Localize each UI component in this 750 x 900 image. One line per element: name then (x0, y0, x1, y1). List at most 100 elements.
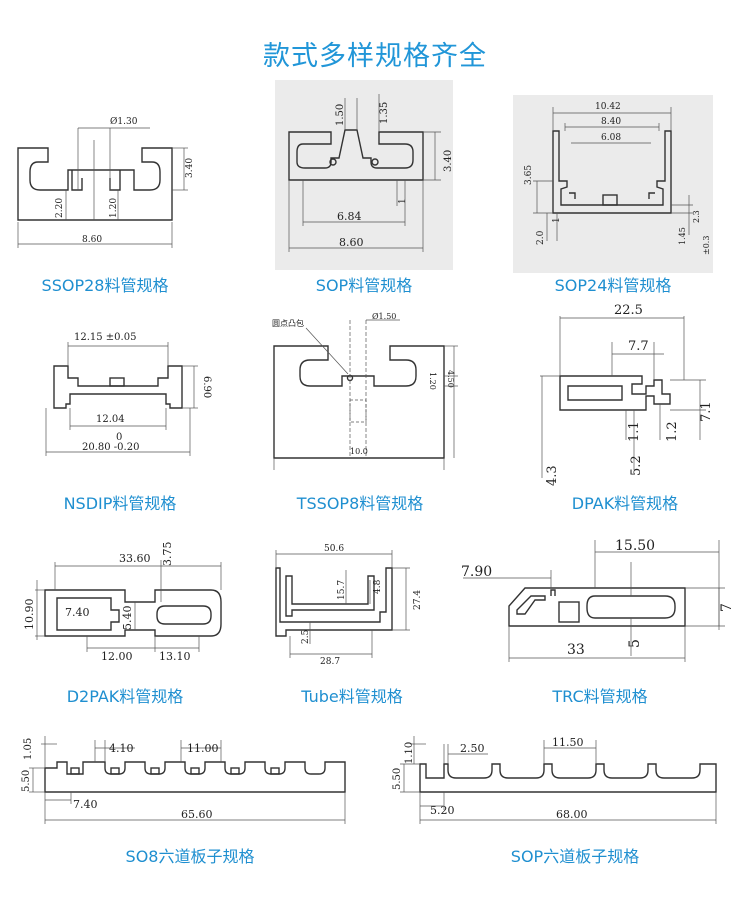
dim-trc-slot: 15.50 (615, 538, 655, 554)
trc-profile: 15.50 7.90 7 5 33 (461, 538, 735, 662)
drawing-tssop8: 圆点凸包 Ø1.50 1.20 4.50 10.0 (260, 310, 460, 470)
dim-so8-height: 5.50 (21, 770, 32, 792)
dim-tssop8-slot: 1.20 (428, 372, 437, 390)
dim-sopb-pitch: 11.50 (552, 736, 584, 749)
sop-board-profile: 1.10 2.50 11.50 5.50 5.20 68.00 (392, 736, 717, 824)
caption-dpak: DPAK料管规格 (571, 494, 679, 513)
dim-d2pak-width: 33.60 (119, 552, 151, 565)
dim-tssop8-width: 10.0 (350, 447, 368, 456)
dim-nsdip-inner: 12.04 (96, 414, 125, 425)
dim-sop24-inner: 6.08 (601, 133, 621, 143)
dim-trc-depth: 5 (627, 639, 643, 648)
dim-sopb-slot: 2.50 (460, 742, 485, 755)
caption-ssop28: SSOP28料管规格 (41, 276, 169, 295)
dim-sop-height: 3.40 (443, 150, 453, 172)
dim-sop24-tol: ±0.3 (702, 236, 711, 255)
dim-dpak-side: 4.3 (545, 465, 560, 486)
dim-sop24-base: 2.0 (536, 230, 546, 245)
dim-so8-slot: 4.10 (109, 742, 134, 755)
dim-tssop8-height: 4.50 (446, 370, 455, 388)
dim-so8-pitch: 11.00 (187, 742, 219, 755)
dim-trc-height: 7 (719, 603, 735, 612)
dim-sop24-height: 3.65 (524, 165, 534, 185)
dim-dpak-slot: 7.7 (628, 339, 649, 354)
dim-tube-inner: 15.7 (337, 580, 347, 600)
dim-tube-height: 27.4 (413, 590, 423, 610)
dim-sop-top: 1.35 (379, 102, 390, 124)
sop24-profile: 10.42 8.40 6.08 3.65 2.0 1 2.3 ±0.3 1.45 (524, 102, 711, 255)
dim-d2pak-left: 12.00 (101, 650, 133, 663)
dim-sop-wall: 1 (398, 198, 408, 204)
caption-nsdip: NSDIP料管规格 (63, 494, 177, 513)
dim-trc-width: 33 (567, 642, 585, 658)
dim-dpak-depth: 5.2 (629, 455, 644, 476)
dim-ssop28-width: 8.60 (82, 235, 102, 245)
caption-trc: TRC料管规格 (552, 687, 648, 706)
dim-sop-inner: 6.84 (337, 210, 362, 223)
dim-nsdip-height: 6.90 (201, 376, 212, 398)
ssop28-profile: Ø1.30 3.40 2.20 1.20 8.60 (17, 116, 195, 248)
dim-sopb-width: 68.00 (556, 808, 588, 821)
drawing-tube: 50.6 15.7 4.8 27.4 2.5 28.7 (262, 540, 442, 680)
dim-sop24-lip: 2.3 (692, 210, 701, 223)
caption-sop-board: SOP六道板子规格 (510, 847, 640, 866)
dim-so8-lip: 1.05 (23, 738, 34, 760)
dim-nsdip-zero: 0 (116, 432, 122, 443)
caption-d2pak: D2PAK料管规格 (66, 687, 184, 706)
so8-board-profile: 1.05 4.10 11.00 5.50 7.40 65.60 (21, 736, 346, 824)
dim-so8-first: 7.40 (73, 798, 98, 811)
dim-sopb-height: 5.50 (392, 768, 403, 790)
dim-so8-width: 65.60 (181, 808, 213, 821)
dim-tube-base: 2.5 (301, 629, 311, 644)
dim-tube-width: 50.6 (324, 544, 344, 554)
dim-ssop28-height: 3.40 (185, 158, 195, 178)
drawing-trc: 15.50 7.90 7 5 33 (455, 530, 735, 670)
dim-d2pak-slot: 7.40 (65, 606, 90, 619)
sop-profile: 1.50 1.35 3.40 6.84 8.60 1 (288, 94, 453, 252)
label-tssop8-bump: 圆点凸包 (272, 318, 304, 328)
dim-sop24-step: 1.45 (678, 227, 687, 245)
caption-tube: Tube料管规格 (301, 687, 403, 706)
caption-tssop8: TSSOP8料管规格 (296, 494, 424, 513)
dim-tube-lip: 4.8 (373, 579, 383, 594)
tssop8-profile: 圆点凸包 Ø1.50 1.20 4.50 10.0 (272, 312, 458, 470)
drawing-dpak: 22.5 7.7 7.1 1.1 1.2 5.2 4.3 (530, 300, 720, 490)
drawing-d2pak: 33.60 3.75 10.90 7.40 5.40 12.00 13.10 (15, 540, 235, 670)
dim-dpak-wall: 1.1 (627, 421, 642, 442)
dim-tssop8-diameter: Ø1.50 (372, 312, 396, 321)
dim-dpak-lip: 1.2 (665, 421, 680, 442)
dim-tube-bottom: 28.7 (320, 657, 340, 667)
dim-sop-bump: 1.50 (335, 104, 346, 126)
dim-ssop28-left: 2.20 (55, 198, 65, 218)
drawing-sop-board: 1.10 2.50 11.50 5.50 5.20 68.00 (380, 730, 740, 840)
dpak-profile: 22.5 7.7 7.1 1.1 1.2 5.2 4.3 (540, 303, 714, 486)
caption-sop: SOP料管规格 (315, 276, 413, 295)
dim-sop-width: 8.60 (339, 236, 364, 249)
drawing-so8-board: 1.05 4.10 11.00 5.50 7.40 65.60 (15, 730, 365, 840)
dim-nsdip-width: 20.80 -0.20 (82, 442, 139, 453)
dim-dpak-width: 22.5 (614, 303, 643, 318)
dim-d2pak-height: 10.90 (23, 599, 36, 631)
dim-sopb-first: 5.20 (430, 804, 455, 817)
caption-sop24: SOP24料管规格 (554, 276, 672, 295)
dim-d2pak-right: 13.10 (159, 650, 191, 663)
drawing-nsdip: 12.15 ±0.05 6.90 12.04 0 20.80 -0.20 (20, 322, 220, 462)
caption-so8-board: SO8六道板子规格 (125, 847, 255, 866)
nsdip-profile: 12.15 ±0.05 6.90 12.04 0 20.80 -0.20 (45, 332, 212, 456)
drawing-sop: 1.50 1.35 3.40 6.84 8.60 1 (275, 80, 453, 270)
drawing-ssop28: Ø1.30 3.40 2.20 1.20 8.60 (10, 110, 200, 260)
dim-d2pak-neck: 5.40 (121, 606, 134, 631)
dim-sop24-outer: 10.42 (595, 102, 621, 112)
dim-sopb-lip: 1.10 (404, 742, 415, 764)
drawing-sop24: 10.42 8.40 6.08 3.65 2.0 1 2.3 ±0.3 1.45 (513, 95, 713, 273)
dim-trc-hook: 7.90 (461, 564, 492, 580)
dim-dpak-height: 7.1 (699, 401, 714, 422)
d2pak-profile: 33.60 3.75 10.90 7.40 5.40 12.00 13.10 (23, 542, 222, 663)
tube-profile: 50.6 15.7 4.8 27.4 2.5 28.7 (275, 544, 423, 667)
dim-nsdip-top: 12.15 ±0.05 (74, 332, 136, 343)
dim-sop24-mid: 8.40 (601, 117, 621, 127)
dim-d2pak-top: 3.75 (161, 542, 174, 567)
dim-ssop28-mid: 1.20 (109, 198, 119, 218)
dim-sop24-wall: 1 (552, 217, 562, 223)
dim-ssop28-diameter: Ø1.30 (110, 116, 138, 127)
